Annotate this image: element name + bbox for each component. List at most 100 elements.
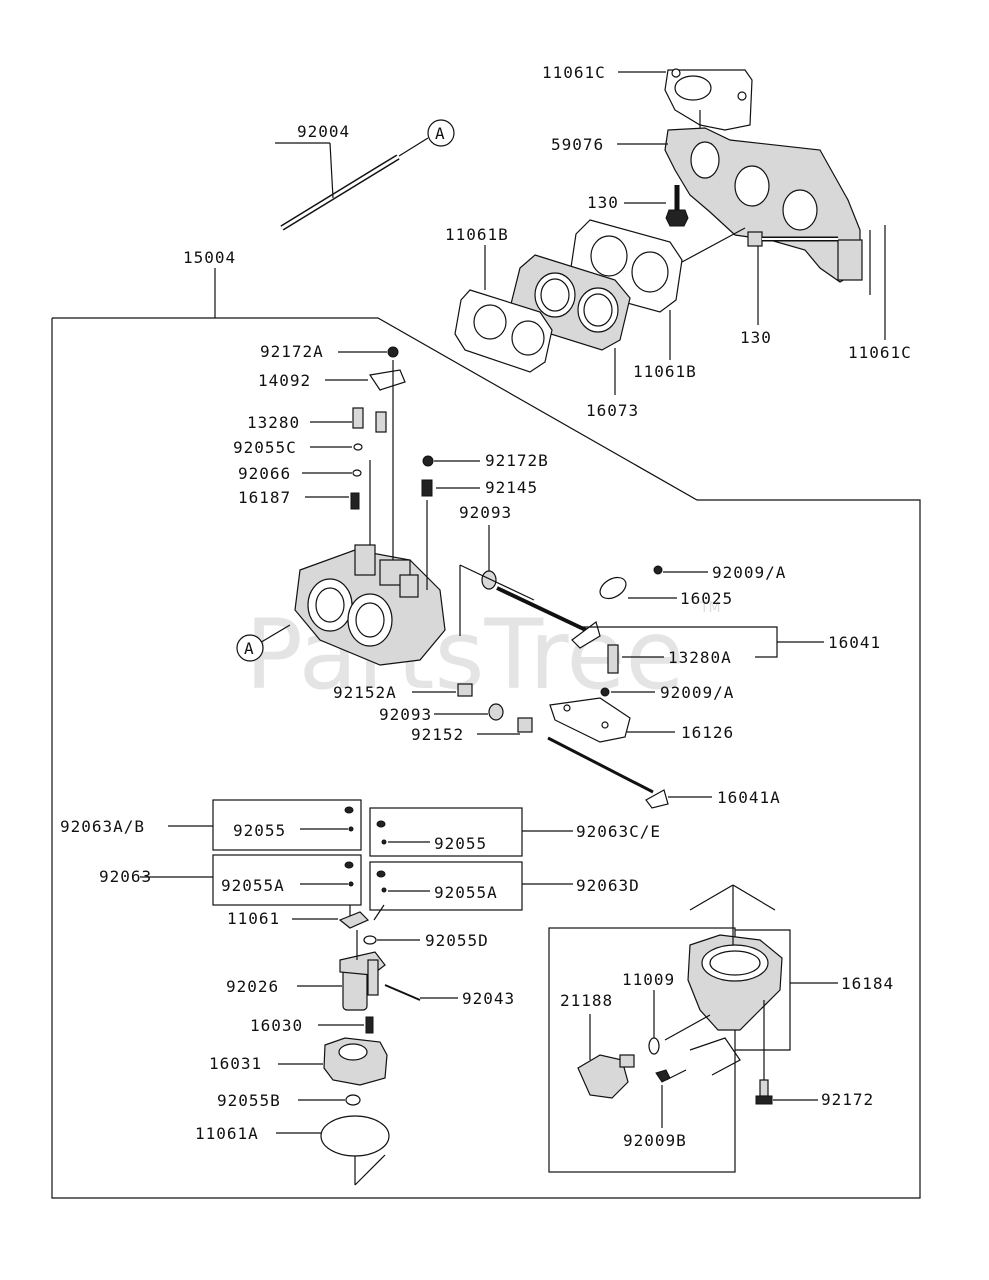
label-92055C: 92055C [233, 438, 297, 457]
jet-box-92063AB [168, 799, 362, 851]
label-16187: 16187 [238, 488, 291, 507]
label-14092: 14092 [258, 371, 311, 390]
label-92026: 92026 [226, 977, 279, 996]
label-13280A: 13280A [668, 648, 732, 667]
label-15004: 15004 [183, 248, 236, 267]
assembly-link-lines [689, 1037, 741, 1076]
jet-box-92063 [140, 854, 362, 906]
label-92043: 92043 [462, 989, 515, 1008]
assembly-15004-outline [51, 268, 921, 1199]
label-92055A-box3: 92055A [221, 876, 285, 895]
label-11061B-bottom: 11061B [633, 362, 697, 381]
ref-marker-a-top: A [427, 119, 455, 147]
ref-marker-a-bottom: A [236, 634, 264, 662]
part-16184-chamber [687, 884, 783, 1031]
part-16025-throttle-plate [599, 576, 677, 600]
label-11009: 11009 [622, 970, 675, 989]
label-92172A: 92172A [260, 342, 324, 361]
label-92063CE: 92063C/E [576, 822, 661, 841]
label-92063AB: 92063A/B [60, 817, 145, 836]
part-92026-solenoid [297, 930, 386, 1011]
label-92063: 92063 [99, 867, 152, 886]
jet-box-92063D [369, 861, 573, 911]
part-16126-lever-plate [549, 697, 675, 743]
label-16025: 16025 [680, 589, 733, 608]
label-11061: 11061 [227, 909, 280, 928]
part-92145-spring [421, 479, 480, 590]
label-92009B: 92009B [623, 1131, 687, 1150]
part-16041A-choke-shaft [547, 736, 712, 809]
part-16187-jet [305, 492, 360, 510]
label-16041: 16041 [828, 633, 881, 652]
part-13280-screws [310, 407, 387, 433]
label-92172: 92172 [821, 1090, 874, 1109]
label-92093-top: 92093 [459, 503, 512, 522]
part-92172B-screw [422, 455, 480, 467]
part-92172-screw [755, 1000, 818, 1105]
watermark-trademark: TM [699, 600, 721, 616]
part-92055C-oring [310, 443, 363, 451]
label-13280: 13280 [247, 413, 300, 432]
part-59076-intake-manifold [617, 110, 863, 283]
label-11061C-top: 11061C [542, 63, 606, 82]
label-92152: 92152 [411, 725, 464, 744]
label-92055-box2: 92055 [434, 834, 487, 853]
part-92055B-oring [298, 1094, 361, 1106]
label-130-right: 130 [740, 328, 772, 347]
ref-mark-label-2: A [244, 639, 255, 658]
ref-mark-label: A [435, 124, 446, 143]
part-11061A-gasket [276, 1115, 390, 1186]
bracket-16041 [580, 626, 824, 658]
part-92093-seal-mid [434, 703, 504, 721]
label-16030: 16030 [250, 1016, 303, 1035]
part-130-bolt-top [624, 185, 689, 227]
part-92152A-bushing [412, 683, 473, 697]
part-11061C-top-gasket [618, 68, 753, 131]
part-92093-seal-top [481, 525, 497, 590]
part-92055D-oring [363, 935, 420, 945]
part-21188-solenoid [577, 1014, 635, 1099]
label-92009A-mid: 92009/A [660, 683, 734, 702]
part-16041-throttle-shaft [459, 564, 601, 649]
label-16031: 16031 [209, 1054, 262, 1073]
part-13280A-screw [607, 644, 664, 674]
part-92009B-screw [655, 1069, 687, 1128]
part-11009-gasket [648, 990, 711, 1055]
part-92152-bushing [477, 717, 533, 735]
part-130-bolt-right [747, 231, 838, 325]
label-16184: 16184 [841, 974, 894, 993]
label-16126: 16126 [681, 723, 734, 742]
part-14092-plate [325, 360, 406, 560]
label-92145: 92145 [485, 478, 538, 497]
part-16031-float [278, 1037, 388, 1086]
label-92004: 92004 [297, 122, 350, 141]
label-16041A: 16041A [717, 788, 781, 807]
label-11061C-right: 11061C [848, 343, 912, 362]
label-92066: 92066 [238, 464, 291, 483]
label-92055A-box4: 92055A [434, 883, 498, 902]
label-21188: 21188 [560, 991, 613, 1010]
label-11061A: 11061A [195, 1124, 259, 1143]
part-92009A-screw-mid [600, 687, 655, 697]
part-15004-carburetor-body [257, 544, 446, 666]
label-16073: 16073 [586, 401, 639, 420]
label-92093-mid: 92093 [379, 705, 432, 724]
label-92172B: 92172B [485, 451, 549, 470]
label-92063D: 92063D [576, 876, 640, 895]
part-92004-rod [275, 137, 429, 231]
part-11061-gasket [292, 911, 370, 929]
part-92009A-screw-top [653, 565, 708, 575]
part-16030-needle [318, 1016, 374, 1034]
label-92055B: 92055B [217, 1091, 281, 1110]
label-11061B-left: 11061B [445, 225, 509, 244]
label-92152A: 92152A [333, 683, 397, 702]
jet-box-92063CE [369, 807, 573, 857]
label-92055-box1: 92055 [233, 821, 286, 840]
label-92055D: 92055D [425, 931, 489, 950]
part-92043-pin [384, 984, 458, 1001]
label-59076: 59076 [551, 135, 604, 154]
label-92009A-top: 92009/A [712, 563, 786, 582]
part-92172A-screw [338, 346, 399, 358]
